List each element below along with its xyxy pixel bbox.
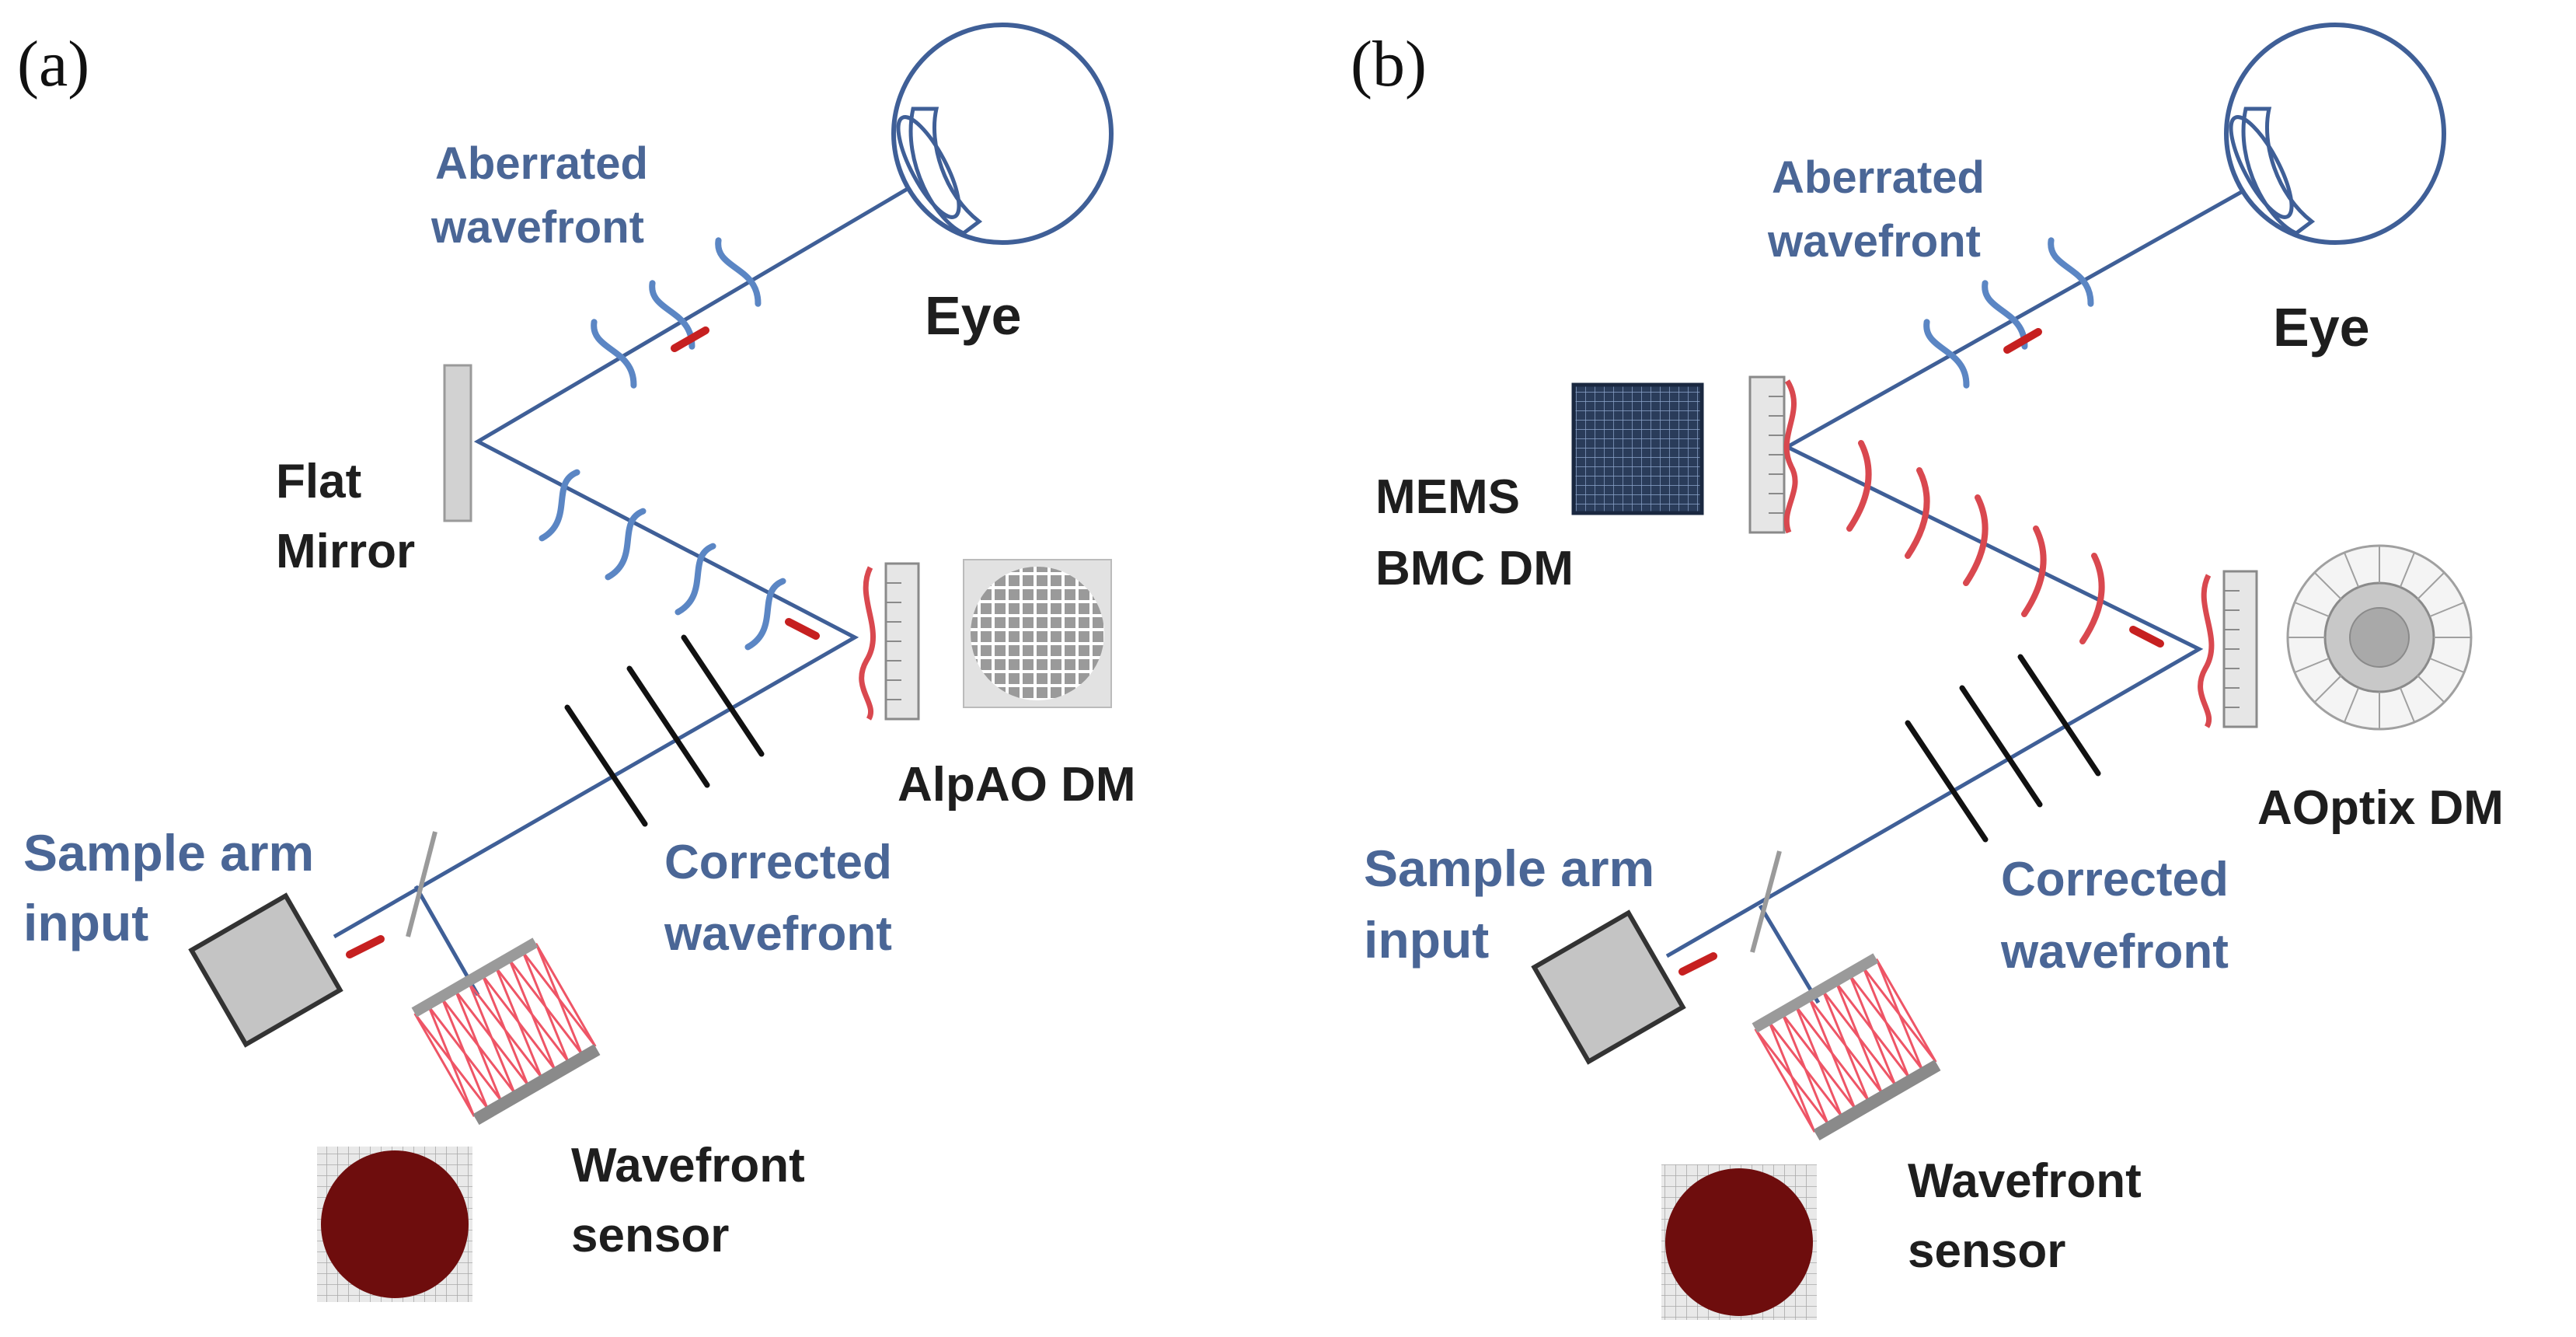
alpao-dm-mirror bbox=[859, 562, 920, 721]
sample-arm-label-line1: Sample arm bbox=[1364, 840, 1654, 897]
sensor-branch-beam bbox=[1758, 904, 1821, 1004]
direction-arrows bbox=[1678, 328, 2164, 976]
eye-label: Eye bbox=[2273, 297, 2370, 358]
eye-icon bbox=[891, 23, 1114, 245]
alpao-dm-icon bbox=[963, 559, 1112, 708]
aoptix-dm-mirror bbox=[2198, 570, 2258, 728]
mems-label-line2: BMC DM bbox=[1375, 542, 1574, 595]
sensor-label-line1: Wavefront bbox=[571, 1139, 805, 1192]
corrected-label-line1: Corrected bbox=[2001, 853, 2229, 906]
eye-icon bbox=[2224, 23, 2446, 245]
panel-a-tag: (a) bbox=[17, 28, 89, 100]
beam-path bbox=[1665, 106, 2391, 958]
aoptix-dm-icon bbox=[2286, 544, 2473, 731]
corrected-label-line2: wavefront bbox=[664, 907, 892, 961]
flat-mirror-label-line1: Flat bbox=[276, 455, 361, 508]
corrected-label-line1: Corrected bbox=[664, 836, 892, 889]
lenslet-array-icon bbox=[411, 937, 601, 1126]
lenslet-array-icon bbox=[1752, 953, 1941, 1141]
direction-arrows bbox=[346, 326, 820, 958]
sample-arm-box-icon bbox=[188, 892, 343, 1048]
eye-label: Eye bbox=[925, 285, 1022, 346]
sensor-label-line2: sensor bbox=[1908, 1224, 2065, 1278]
dm-label: AlpAO DM bbox=[898, 758, 1136, 812]
beam-splitter bbox=[406, 831, 437, 937]
red-wavefronts-middle bbox=[1846, 440, 2105, 644]
aberrated-wavefronts-lower bbox=[538, 470, 789, 650]
mems-dm-mirror bbox=[1748, 375, 1798, 534]
wavefront-sensor-spot-icon bbox=[317, 1147, 472, 1302]
aberrated-wavefronts-upper bbox=[590, 237, 763, 388]
corrected-wavefront-lines bbox=[1905, 654, 2101, 843]
mems-label-line1: MEMS bbox=[1375, 470, 1520, 524]
aberrated-label-line2: wavefront bbox=[1767, 216, 1981, 267]
sample-arm-label-line2: input bbox=[23, 894, 148, 951]
beam-path bbox=[333, 99, 1058, 939]
corrected-wavefront-lines bbox=[564, 634, 765, 827]
sensor-label-line2: sensor bbox=[571, 1209, 729, 1262]
dm-label: AOptix DM bbox=[2257, 781, 2504, 835]
beam-splitter bbox=[1750, 850, 1782, 953]
aberrated-label-line1: Aberrated bbox=[435, 138, 648, 189]
wavefront-sensor-spot-icon bbox=[1661, 1164, 1817, 1320]
mems-dm-icon bbox=[1571, 382, 1704, 515]
flat-mirror-label-line2: Mirror bbox=[276, 525, 415, 578]
corrected-label-line2: wavefront bbox=[2000, 925, 2229, 979]
panel-a: (a) bbox=[17, 23, 1136, 1302]
sensor-label-line1: Wavefront bbox=[1908, 1154, 2142, 1208]
flat-mirror-icon bbox=[443, 364, 472, 522]
aberrated-label-line1: Aberrated bbox=[1772, 152, 1985, 203]
panel-b-tag: (b) bbox=[1351, 28, 1427, 100]
sample-arm-label-line1: Sample arm bbox=[23, 824, 314, 881]
aberrated-label-line2: wavefront bbox=[430, 202, 644, 253]
sample-arm-box-icon bbox=[1531, 909, 1686, 1065]
sample-arm-label-line2: input bbox=[1364, 911, 1489, 969]
panel-b: (b) bbox=[1351, 23, 2504, 1320]
